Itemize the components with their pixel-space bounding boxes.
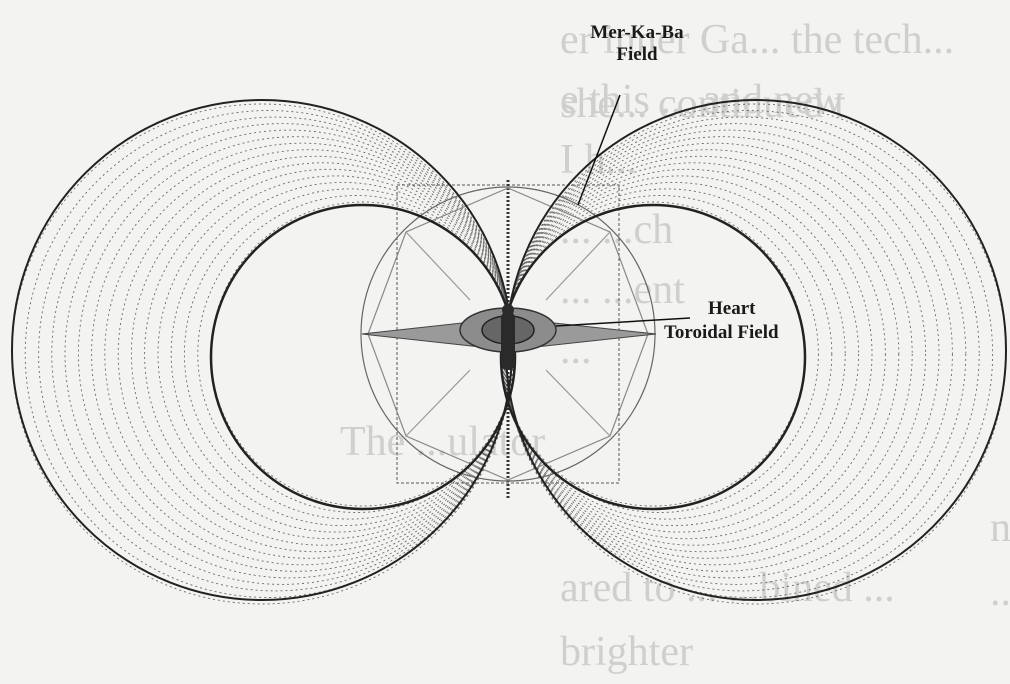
field-ring xyxy=(505,124,966,585)
poly-spoke xyxy=(406,232,470,300)
heart-label: Heart xyxy=(708,298,755,320)
figure-head xyxy=(502,304,514,316)
field-ring xyxy=(25,111,512,598)
poly-spoke xyxy=(546,232,610,300)
poly-spoke xyxy=(406,370,470,436)
human-figure xyxy=(501,312,515,370)
merkaba-label-line2: Field xyxy=(582,44,692,66)
field-ring xyxy=(505,117,979,591)
toroidal-field-label: Toroidal Field xyxy=(664,322,779,344)
merkaba-label-line1: Mer-Ka-Ba xyxy=(582,22,692,44)
merkaba-field-label: Mer-Ka-Ba Field xyxy=(582,22,692,66)
field-ring xyxy=(39,117,513,591)
field-ring xyxy=(504,137,939,572)
merkaba-diagram xyxy=(0,0,1010,610)
field-ring xyxy=(506,111,993,598)
heart-toroidal-field xyxy=(362,304,656,370)
poly-spoke xyxy=(546,370,610,436)
field-ring xyxy=(52,124,513,585)
diagram-stage: er inner Ga... the tech... she... contin… xyxy=(0,0,1010,610)
